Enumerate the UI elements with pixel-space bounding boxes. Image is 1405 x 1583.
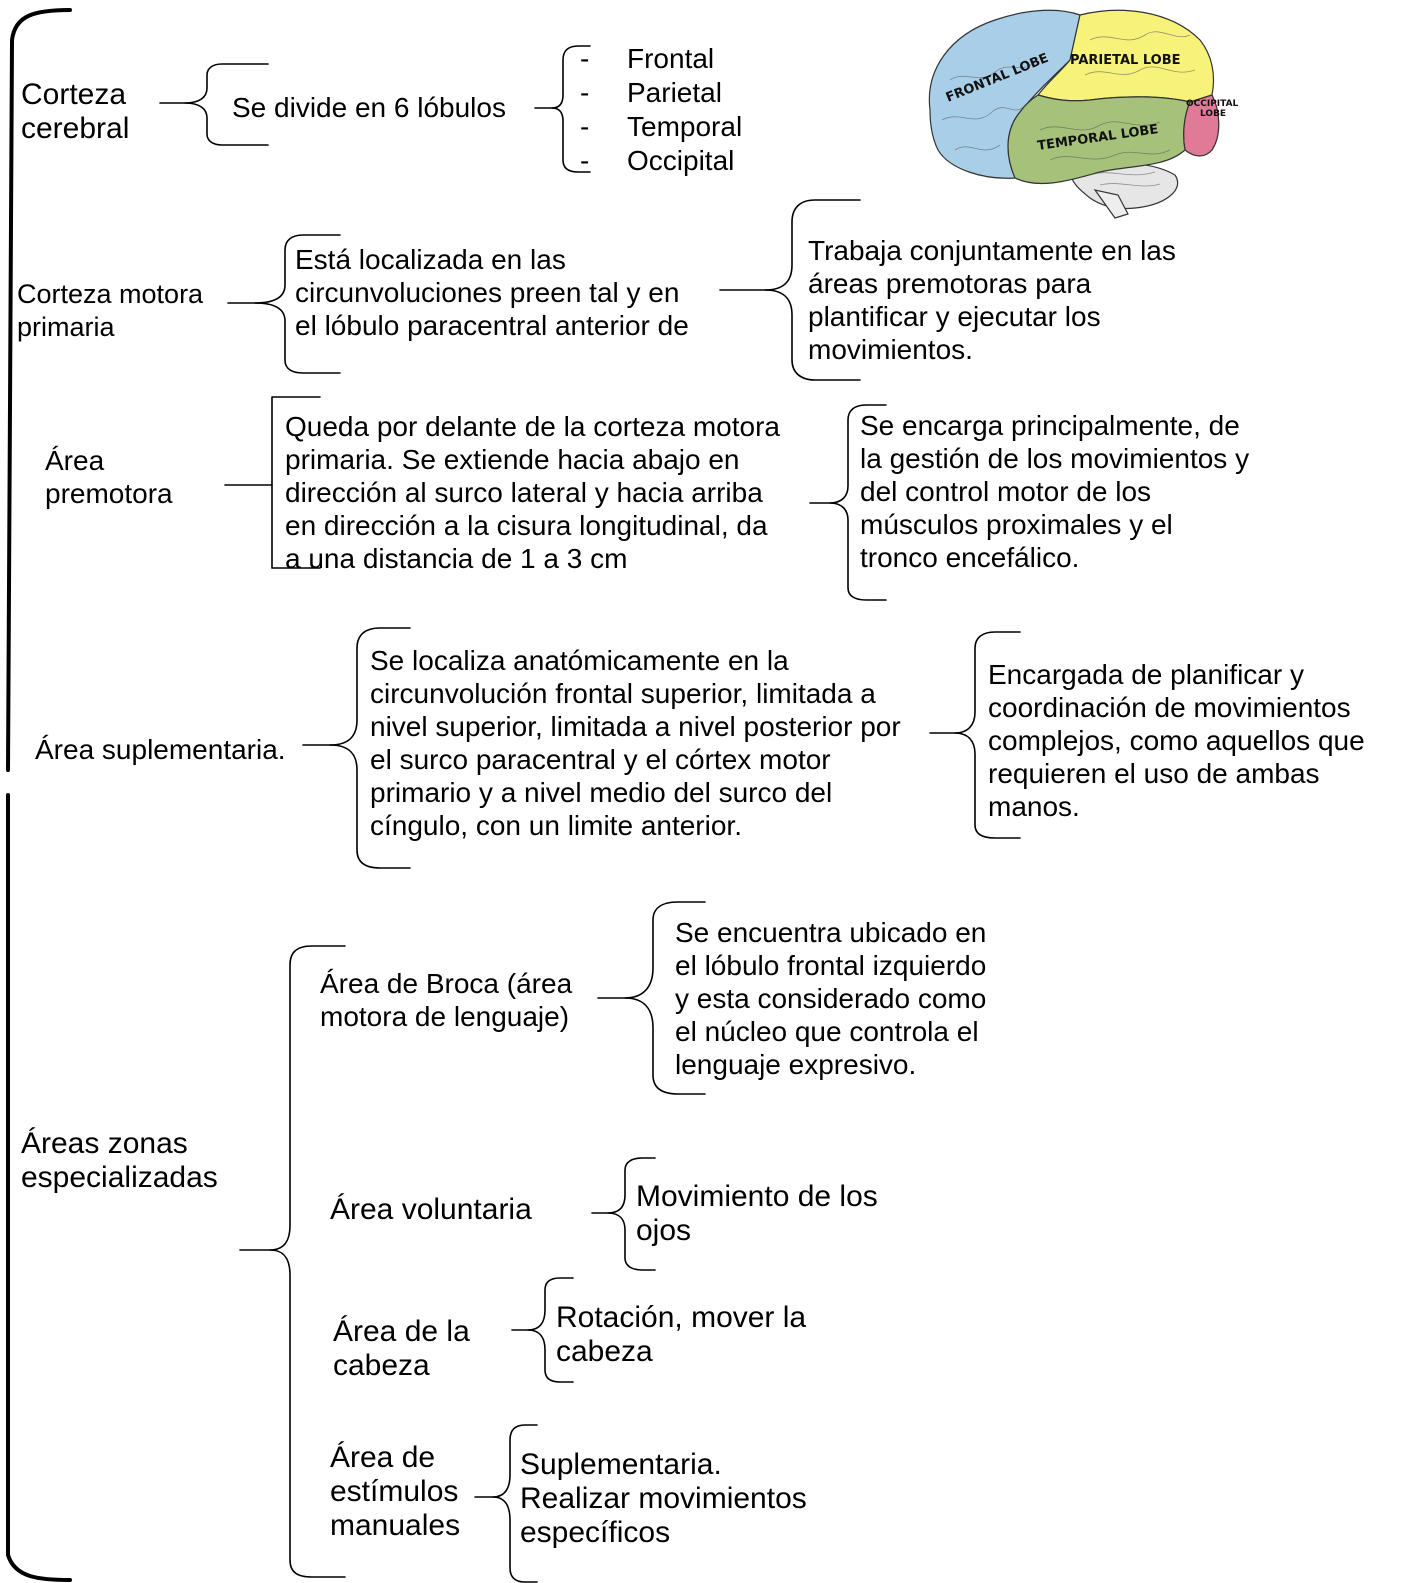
label-area-suplementaria: Área suplementaria. [35, 734, 286, 765]
bracket-motora-2b [764, 289, 861, 381]
brain-lobes-image: FRONTAL LOBE PARIETAL LOBE TEMPORAL LOBE… [928, 9, 1239, 219]
bracket-lobes-b [551, 107, 591, 173]
temporal-lobe-shape [1007, 94, 1191, 185]
bracket-motora-2 [719, 199, 861, 291]
label-area-premotora: Área premotora [45, 445, 173, 509]
bracket-cabeza [511, 1277, 574, 1331]
bracket-premotora-1 [271, 396, 321, 569]
master-bracket-bottom [6, 793, 72, 1582]
text-suplementaria-funcion: Encargada de planificar y coordinación d… [988, 659, 1365, 822]
text-manuales-desc: Suplementaria. Realizar movimientos espe… [520, 1448, 807, 1549]
brain-label-occipital-1: OCCIPITAL [1186, 99, 1239, 109]
bracket-manuales-b [492, 1496, 538, 1583]
bracket-motora-1b [254, 302, 341, 374]
bracket-premotora-2 [809, 404, 887, 504]
text-voluntaria-desc: Movimiento de los ojos [636, 1180, 878, 1247]
lobe-marker: - [580, 111, 590, 142]
text-division-lobulos: Se divide en 6 lóbulos [232, 92, 506, 123]
lobe-marker: - [580, 43, 590, 74]
bracket-supl-1 [302, 627, 411, 746]
lobe-marker: - [580, 145, 590, 176]
label-area-broca: Área de Broca (área motora de lenguaje) [320, 968, 573, 1032]
bracket-espec-main [239, 945, 346, 1251]
lobe-frontal: Frontal [627, 43, 715, 74]
text-premotora-localizacion: Queda por delante de la corteza motora p… [285, 411, 780, 574]
bracket-motora-1 [227, 234, 341, 304]
brain-label-parietal: PARIETAL LOBE [1070, 53, 1181, 68]
bracket-supl-2b [954, 732, 1021, 839]
bracket-supl-1b [329, 744, 411, 869]
label-corteza-motora: Corteza motora primaria [17, 279, 204, 342]
label-area-manuales: Área de estímulos manuales [330, 1441, 461, 1542]
label-area-cabeza: Área de la cabeza [333, 1315, 470, 1382]
bracket-cabeza-b [527, 1329, 574, 1383]
lobe-parietal: Parietal [627, 77, 722, 108]
lobe-temporal: Temporal [627, 111, 743, 142]
text-broca-desc: Se encuentra ubicado en el lóbulo fronta… [675, 917, 987, 1080]
lobe-occipital: Occipital [627, 145, 735, 176]
bracket-premotora-2b [829, 502, 887, 601]
bracket-cerebral-1b [184, 102, 269, 146]
bracket-voluntaria [591, 1157, 656, 1214]
label-area-voluntaria: Área voluntaria [330, 1193, 532, 1226]
label-areas-especializadas: Áreas zonas especializadas [21, 1127, 218, 1194]
brain-label-occipital-2: LOBE [1200, 109, 1226, 119]
text-motora-funcion: Trabaja conjuntamente en las áreas premo… [808, 235, 1176, 365]
lobe-marker: - [580, 77, 590, 108]
brainstem-shape [1093, 189, 1129, 219]
text-cabeza-desc: Rotación, mover la cabeza [556, 1301, 807, 1368]
bracket-manuales [474, 1424, 538, 1498]
text-suplementaria-localizacion: Se localiza anatómicamente en la circunv… [370, 645, 901, 841]
bracket-cerebral-1 [159, 63, 269, 104]
bracket-broca-b [624, 997, 706, 1095]
text-motora-localizacion: Está localizada en las circunvoluciones … [295, 244, 689, 341]
bracket-supl-2 [929, 631, 1021, 734]
bracket-espec-main-b [269, 1249, 346, 1578]
label-corteza-cerebral: Corteza cerebral [21, 78, 130, 145]
bracket-voluntaria-b [607, 1212, 656, 1271]
text-premotora-funcion: Se encarga principalmente, de la gestión… [860, 410, 1250, 573]
bracket-lobes [534, 45, 591, 109]
master-bracket-top [6, 8, 72, 772]
bracket-broca [597, 901, 706, 999]
